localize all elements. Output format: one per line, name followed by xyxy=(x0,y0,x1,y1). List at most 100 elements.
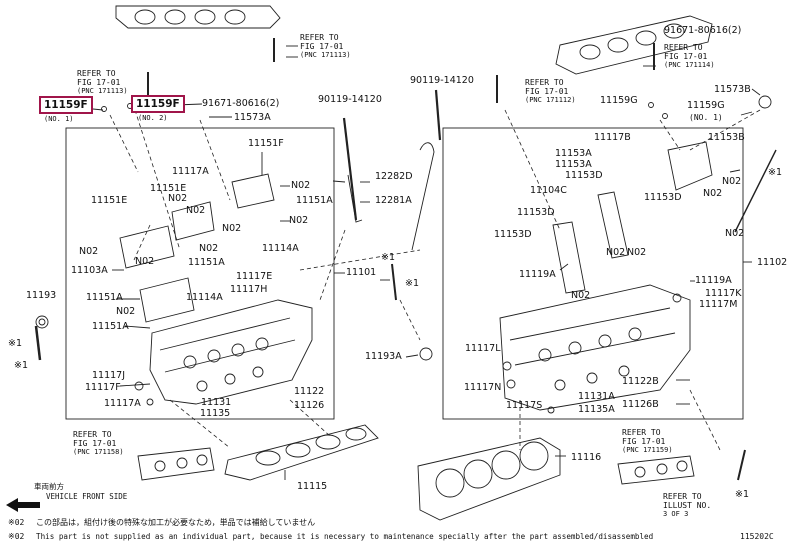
footnote-en-text: This part is not supplied as an individu… xyxy=(36,532,654,541)
label-91671-80616-right[interactable]: 91671-80616(2) xyxy=(664,25,742,36)
label-11117n[interactable]: 11117N xyxy=(464,382,502,393)
label-n02-5[interactable]: N02 xyxy=(222,223,242,234)
label-n02-15[interactable]: N02 xyxy=(571,290,591,301)
label-11103a[interactable]: 11103A xyxy=(71,265,108,276)
label-11101[interactable]: 11101 xyxy=(346,267,377,278)
label-star-3: ※1 xyxy=(381,252,396,263)
label-11131a[interactable]: 11131A xyxy=(578,391,615,402)
label-n02-1[interactable]: N02 xyxy=(291,180,311,191)
label-star-6: ※1 xyxy=(735,489,750,500)
label-11153a-1[interactable]: 11153A xyxy=(555,148,592,159)
head-gasket-right xyxy=(417,437,561,521)
left-camshaft-caps xyxy=(119,173,275,323)
label-n02-6[interactable]: N02 xyxy=(199,243,219,254)
label-11122[interactable]: 11122 xyxy=(294,386,325,397)
label-11119a-2[interactable]: 11119A xyxy=(695,275,732,286)
label-90119-14120-left[interactable]: 90119-14120 xyxy=(318,94,382,105)
label-11126b[interactable]: 11126B xyxy=(622,399,659,410)
label-n02-13[interactable]: N02 xyxy=(627,247,647,258)
label-11135[interactable]: 11135 xyxy=(200,408,231,419)
label-11117e[interactable]: 11117E xyxy=(236,271,273,282)
label-11153d-4[interactable]: 11153D xyxy=(494,229,532,240)
intake-gasket-left xyxy=(115,5,281,29)
label-11153b[interactable]: 11153B xyxy=(708,132,745,143)
label-11193a[interactable]: 11193A xyxy=(365,351,402,362)
label-11151a-2[interactable]: 11151A xyxy=(188,257,225,268)
label-11126[interactable]: 11126 xyxy=(294,400,325,411)
label-11151a-4[interactable]: 11151A xyxy=(92,321,129,332)
label-11122b[interactable]: 11122B xyxy=(622,376,659,387)
label-11102[interactable]: 11102 xyxy=(757,257,788,268)
label-n02-4[interactable]: N02 xyxy=(289,215,309,226)
intake-gasket-right xyxy=(555,15,713,75)
label-n02-2[interactable]: N02 xyxy=(168,193,188,204)
label-11117l[interactable]: 11117L xyxy=(465,343,501,354)
label-11153a-2[interactable]: 11153A xyxy=(555,159,592,170)
label-11114a-1[interactable]: 11114A xyxy=(262,243,299,254)
label-11104c[interactable]: 11104C xyxy=(530,185,567,196)
label-n02-12[interactable]: N02 xyxy=(725,228,745,239)
label-11115[interactable]: 11115 xyxy=(297,481,328,492)
label-11573b[interactable]: 11573B xyxy=(714,84,751,95)
right-camshaft-caps xyxy=(552,141,713,294)
left-cylinder-head xyxy=(149,299,313,405)
highlight-11159f-no1[interactable]: 11159F xyxy=(39,96,93,114)
label-star-1: ※1 xyxy=(8,338,23,349)
label-11153d-3[interactable]: 11153D xyxy=(644,192,682,203)
highlight-11159f-no2[interactable]: 11159F xyxy=(131,95,185,113)
label-90119-14120-right[interactable]: 90119-14120 xyxy=(410,75,474,86)
label-11151f[interactable]: 11151F xyxy=(248,138,284,149)
label-11151a-1[interactable]: 11151A xyxy=(296,195,333,206)
label-11117f[interactable]: 11117F xyxy=(85,382,121,393)
label-11117s[interactable]: 11117S xyxy=(506,400,543,411)
label-11117m[interactable]: 11117M xyxy=(699,299,738,310)
label-11153d-1[interactable]: 11153D xyxy=(565,170,603,181)
label-n02-8[interactable]: N02 xyxy=(135,256,155,267)
label-n02-10[interactable]: N02 xyxy=(722,176,742,187)
label-11159g-a[interactable]: 11159G xyxy=(600,95,638,106)
vehicle-front-arrow xyxy=(6,498,40,512)
label-11117k[interactable]: 11117K xyxy=(705,288,742,299)
label-11117b[interactable]: 11117B xyxy=(594,132,631,143)
label-11117a-top[interactable]: 11117A xyxy=(172,166,209,177)
label-n02-14[interactable]: N02 xyxy=(606,247,626,258)
label-star-2: ※1 xyxy=(14,360,29,371)
label-11151e-1[interactable]: 11151E xyxy=(150,183,187,194)
label-11117j[interactable]: 11117J xyxy=(92,370,126,381)
label-star-5: ※1 xyxy=(768,167,783,178)
label-12282d[interactable]: 12282D xyxy=(375,171,413,182)
label-11153d-2[interactable]: 11153D xyxy=(517,207,555,218)
label-11117a-bottom[interactable]: 11117A xyxy=(104,398,141,409)
label-n02-7[interactable]: N02 xyxy=(79,246,99,257)
diagram-code: 115202C xyxy=(740,532,774,541)
label-no1-sub: (NO. 1) xyxy=(689,113,723,122)
footnote-jp-text: この部品は，組付け後の特殊な加工が必要なため，単品では補給していません xyxy=(36,518,316,527)
label-11119a-1[interactable]: 11119A xyxy=(519,269,556,280)
label-n02-9[interactable]: N02 xyxy=(116,306,136,317)
label-11193[interactable]: 11193 xyxy=(26,290,57,301)
label-11131[interactable]: 11131 xyxy=(201,397,232,408)
highlight-11159f-no1-sub: (NO. 1) xyxy=(44,115,74,123)
label-11114a-2[interactable]: 11114A xyxy=(186,292,223,303)
label-n02-11[interactable]: N02 xyxy=(703,188,723,199)
label-12281a[interactable]: 12281A xyxy=(375,195,412,206)
label-11117h[interactable]: 11117H xyxy=(230,284,268,295)
label-11116[interactable]: 11116 xyxy=(571,452,602,463)
label-11135a[interactable]: 11135A xyxy=(578,404,615,415)
label-n02-3[interactable]: N02 xyxy=(186,205,206,216)
label-91671-80616[interactable]: 91671-80616(2) xyxy=(202,98,280,109)
label-11573a[interactable]: 11573A xyxy=(234,112,271,123)
right-head-frame xyxy=(442,127,744,420)
label-11159g-b[interactable]: 11159G xyxy=(687,100,725,111)
label-star-4: ※1 xyxy=(405,278,420,289)
label-11151a-3[interactable]: 11151A xyxy=(86,292,123,303)
label-11151e-2[interactable]: 11151E xyxy=(91,195,128,206)
